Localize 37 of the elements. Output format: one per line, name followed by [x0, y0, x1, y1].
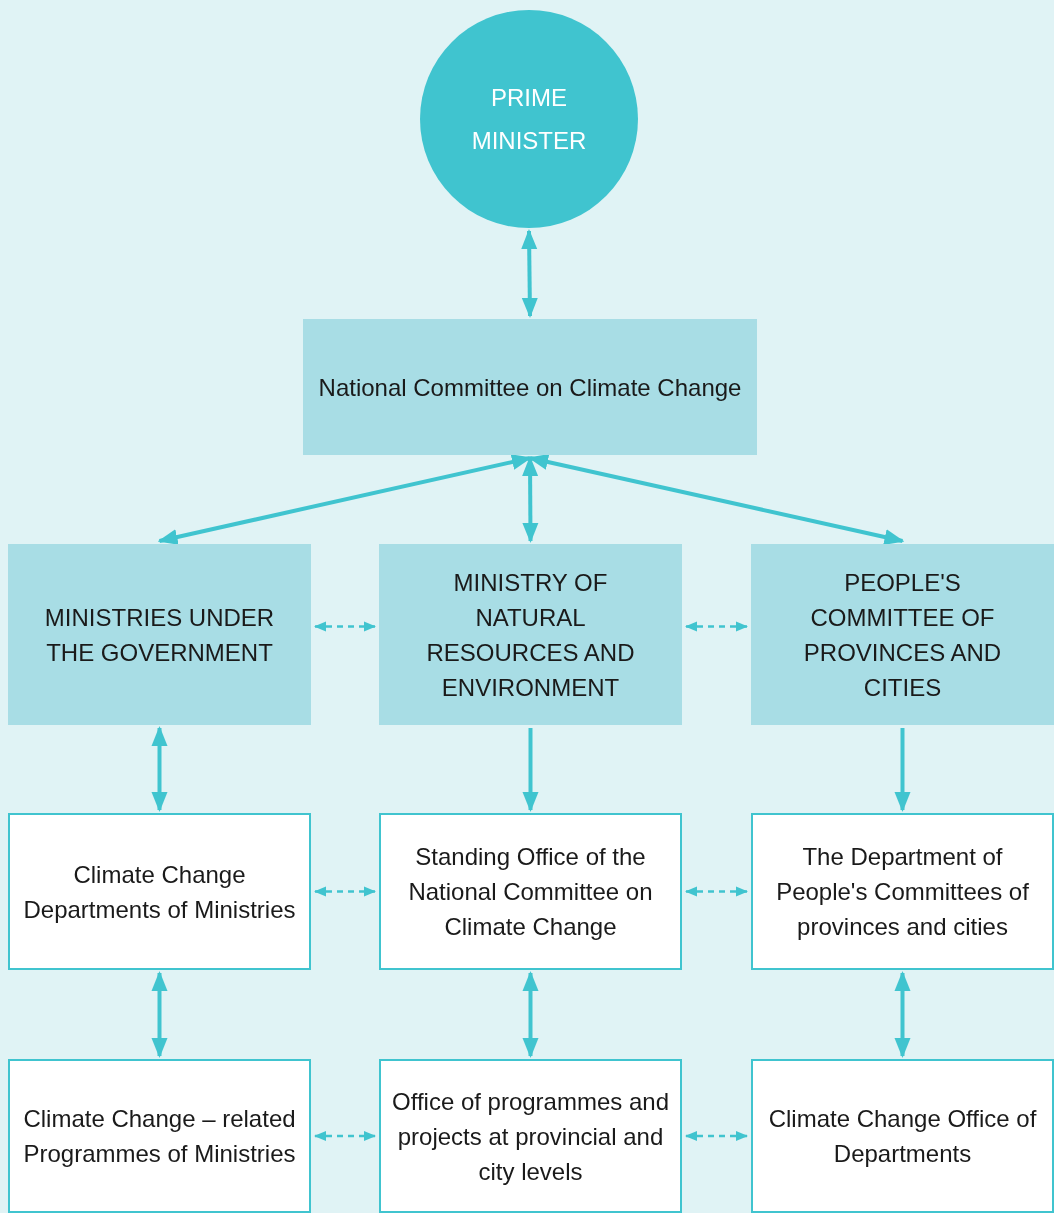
programme-box [8, 1059, 311, 1213]
department-box [751, 813, 1054, 970]
committee-box [751, 544, 1054, 725]
arrow [151, 726, 168, 812]
arrow [522, 971, 539, 1058]
dashed-arrow [685, 886, 748, 897]
dashed-arrow [685, 1131, 748, 1141]
node-label: The Department of People's Committees of provinces and cities [775, 842, 1030, 942]
arrow [522, 456, 539, 543]
arrow [894, 728, 911, 812]
node-label: Climate Change – related Programmes of Ministries [22, 1104, 297, 1169]
node-label: Climate Change Departments of Ministries [22, 859, 297, 925]
office-box [379, 1059, 682, 1213]
node-label: Climate Change Office of Departments [767, 1104, 1038, 1169]
node-label: PEOPLE'S COMMITTEE OF PROVINCES AND CITIES [802, 567, 1003, 703]
ministry-box [8, 544, 311, 725]
dashed-arrow [314, 1131, 376, 1141]
office-box [379, 813, 682, 970]
arrow [151, 971, 168, 1058]
arrow [521, 229, 538, 318]
committee-box [303, 319, 757, 455]
node-label: MINISTRY OF NATURAL RESOURCES AND ENVIRONMENT [425, 567, 636, 703]
arrow [528, 454, 905, 545]
node-label: Office of programmes and projects at provincial and city levels [391, 1086, 670, 1187]
department-box [8, 813, 311, 970]
node-label: Standing Office of the National Committee on Climate Change [407, 842, 654, 942]
arrow [522, 728, 539, 812]
ministry-box [379, 544, 682, 725]
node-label: National Committee on Climate Change [318, 372, 742, 403]
node-label: MINISTRIES UNDER THE GOVERNMENT [43, 602, 276, 668]
node-label: PRIME MINISTER [470, 83, 588, 156]
arrow [157, 454, 532, 545]
office-box [751, 1059, 1054, 1213]
dashed-arrow [314, 886, 376, 897]
dashed-arrow [314, 621, 376, 632]
dashed-arrow [685, 621, 748, 632]
arrow [894, 971, 911, 1058]
